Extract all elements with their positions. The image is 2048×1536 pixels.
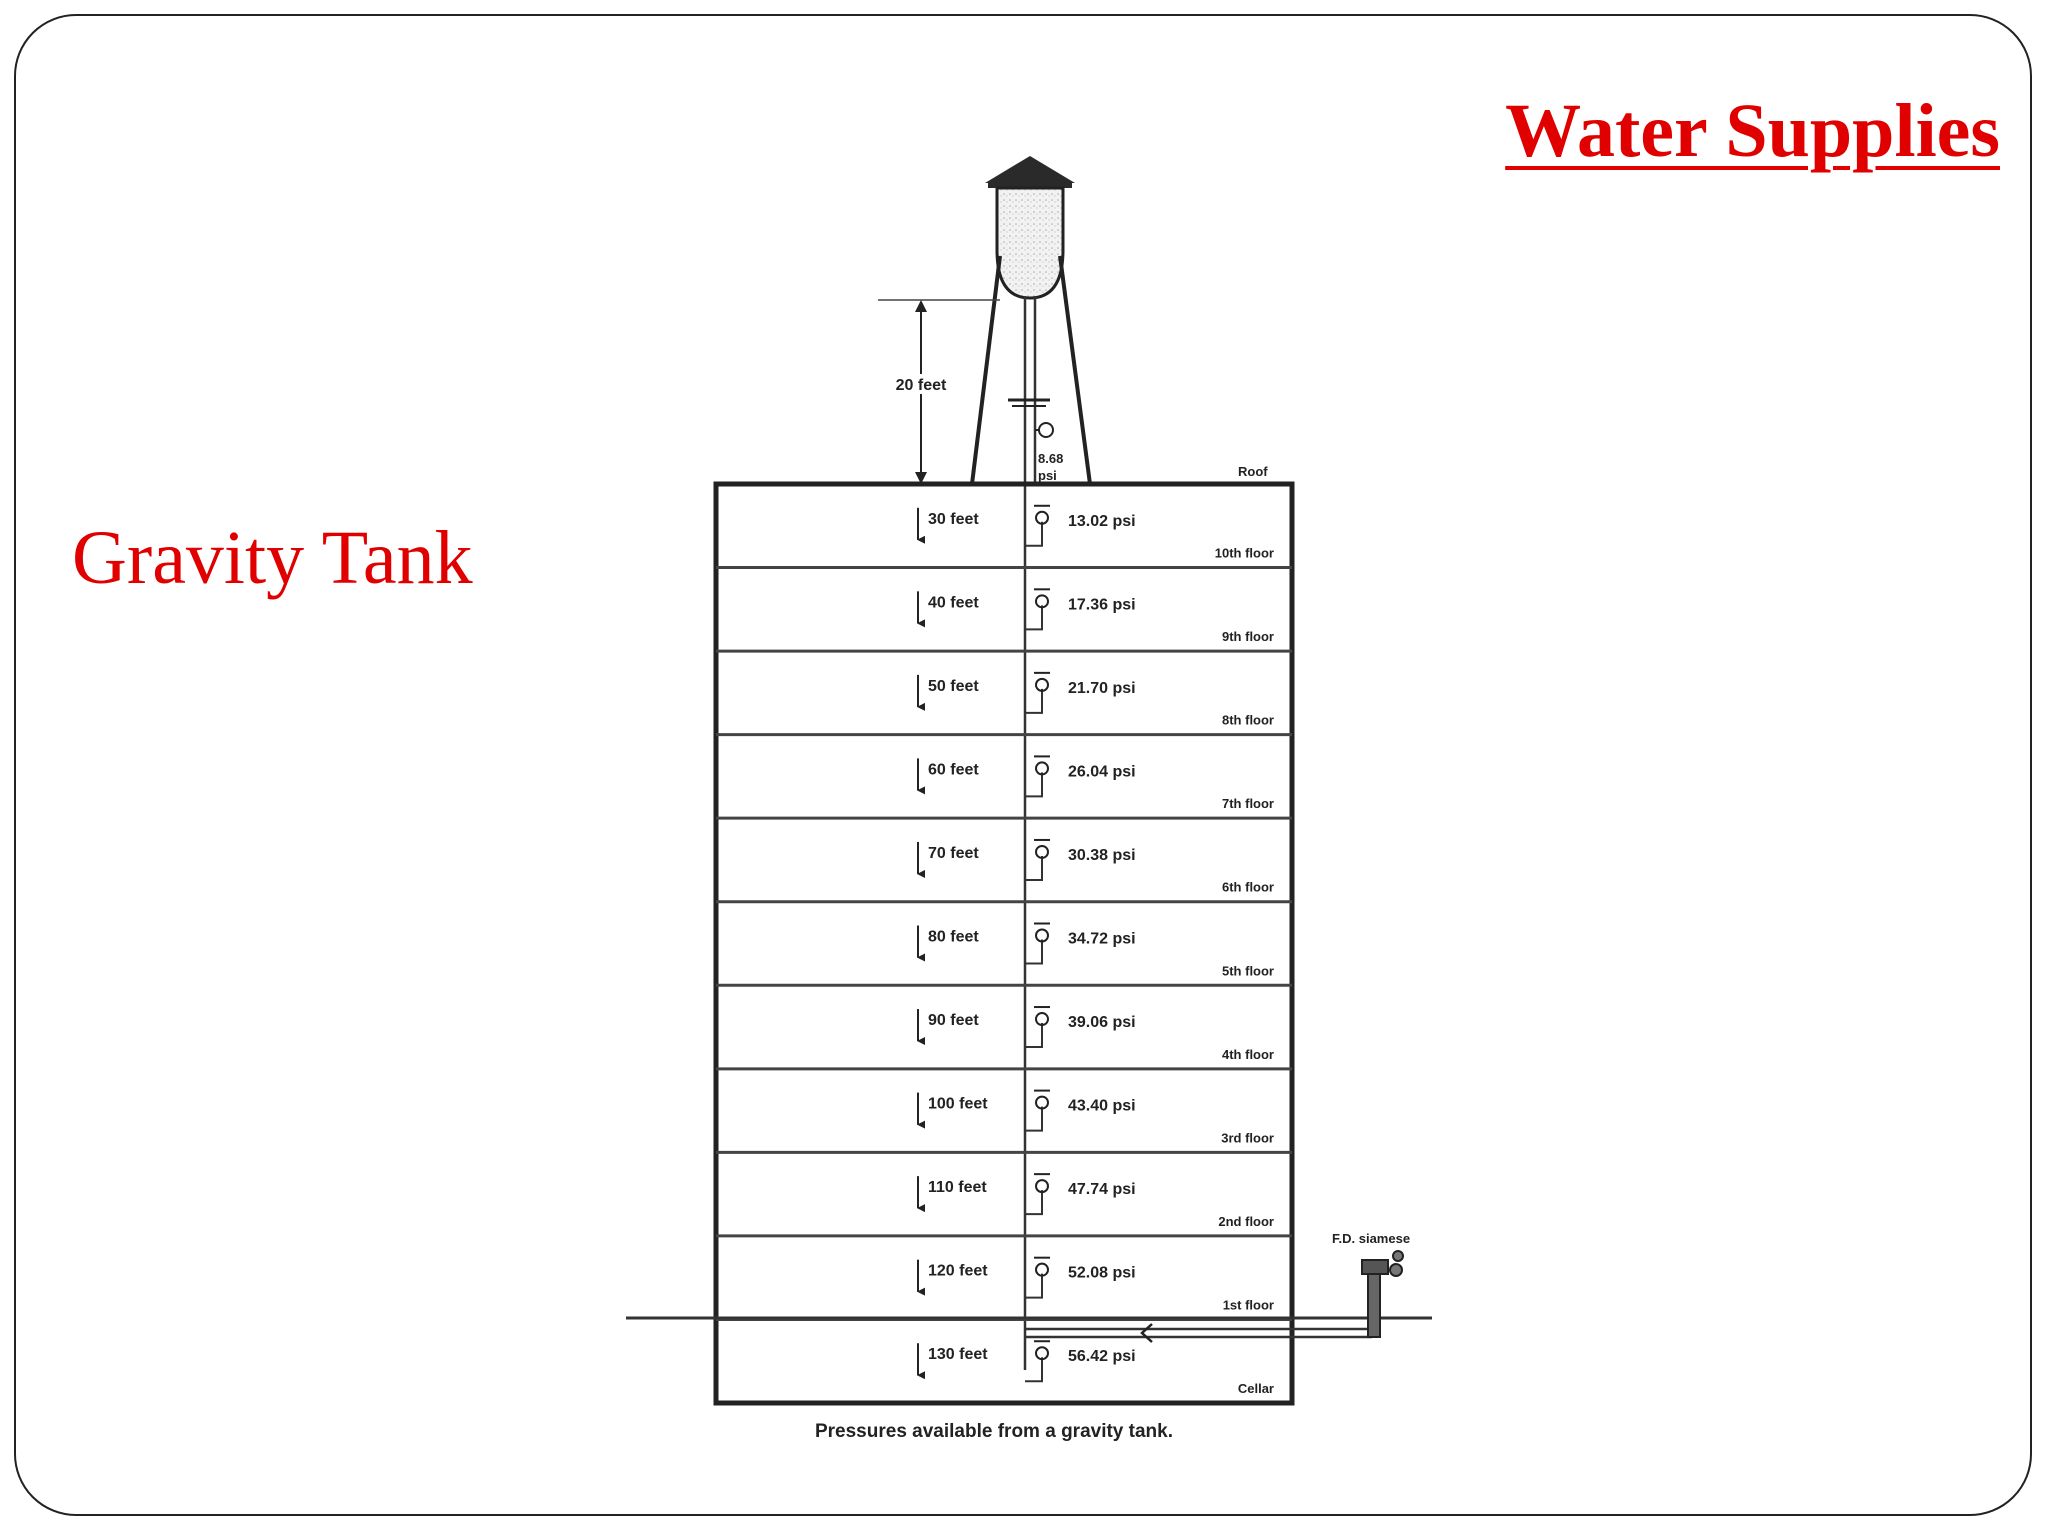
floor-row: 40 feet 17.36 psi 9th floor (716, 566, 1292, 644)
outlet-pipe (1025, 855, 1043, 881)
outlet-pipe (1025, 772, 1043, 798)
dimension-arrow-down (915, 472, 927, 484)
floor-depth-label: 120 feet (928, 1263, 988, 1280)
floors-group: 30 feet 13.02 psi 10th floor 40 feet 17.36 p… (716, 504, 1292, 1396)
roof-label: Roof (1238, 464, 1268, 479)
pressure-gauge-icon (1035, 1262, 1049, 1277)
floor-name-label: 10th floor (1215, 546, 1274, 561)
building-outline (713, 481, 1295, 1406)
pressure-gauge-icon (1035, 1179, 1049, 1194)
outlet-pipe (1025, 1357, 1043, 1383)
pressure-gauge-icon (1035, 1346, 1049, 1361)
tank-roof (985, 156, 1075, 183)
floor-depth-label: 30 feet (928, 511, 979, 528)
floor-pressure-label: 13.02 psi (1068, 513, 1136, 530)
floor-depth-label: 110 feet (928, 1179, 987, 1196)
tower-leg-right (1058, 255, 1092, 485)
floor-name-label: 2nd floor (1218, 1214, 1274, 1229)
floor-name-label: 7th floor (1222, 796, 1274, 811)
roof-gauge-icon (1038, 422, 1054, 438)
pressure-gauge-icon (1035, 1012, 1049, 1027)
floor-pressure-label: 47.74 psi (1068, 1181, 1136, 1198)
siamese-riser (1367, 1271, 1381, 1338)
siamese-body (1361, 1259, 1389, 1275)
floor-pressure-label: 43.40 psi (1068, 1098, 1136, 1115)
floor-pressure-label: 56.42 psi (1068, 1348, 1136, 1365)
floor-name-label: 5th floor (1222, 963, 1274, 978)
roof-gauge-label-line1: 8.68 (1038, 451, 1063, 466)
floor-pressure-label: 17.36 psi (1068, 596, 1136, 613)
floor-depth-label: 50 feet (928, 678, 979, 695)
tank-body (995, 186, 1065, 300)
outlet-pipe (1025, 939, 1043, 965)
floor-row: 120 feet 52.08 psi 1st floor (716, 1234, 1292, 1312)
floor-row: 80 feet 34.72 psi 5th floor (716, 900, 1292, 978)
pressure-gauge-icon (1035, 510, 1049, 525)
floor-row: 50 feet 21.70 psi 8th floor (716, 649, 1292, 728)
outlet-pipe (1025, 1190, 1043, 1216)
pressure-gauge-icon (1035, 761, 1049, 776)
pressure-gauge-icon (1035, 594, 1049, 609)
pressure-gauge-icon (1035, 844, 1049, 859)
dimension-arrow-up (915, 300, 927, 312)
outlet-pipe (1025, 605, 1043, 631)
floor-row: 110 feet 47.74 psi 2nd floor (716, 1150, 1292, 1229)
floor-pressure-label: 34.72 psi (1068, 931, 1136, 948)
fd-connection: F.D. siamese (626, 1231, 1432, 1343)
floor-depth-label: 60 feet (928, 761, 979, 778)
floor-pressure-label: 26.04 psi (1068, 763, 1136, 780)
floor-name-label: 6th floor (1222, 880, 1274, 895)
floor-row: 30 feet 13.02 psi 10th floor (917, 504, 1274, 561)
floor-row: 90 feet 39.06 psi 4th floor (716, 983, 1292, 1062)
floor-depth-label: 70 feet (928, 845, 979, 862)
slide-title: Water Supplies (1505, 89, 2000, 173)
floor-row: 100 feet 43.40 psi 3rd floor (716, 1067, 1292, 1145)
tank-cap (988, 182, 1072, 188)
outlet-pipe (1025, 521, 1043, 547)
floor-pressure-label: 30.38 psi (1068, 847, 1136, 864)
floor-depth-label: 40 feet (928, 594, 979, 611)
floor-row: 70 feet 30.38 psi 6th floor (716, 816, 1292, 895)
floor-name-label: Cellar (1238, 1381, 1274, 1396)
floor-depth-label: 80 feet (928, 929, 979, 946)
flow-arrow-icon (1140, 1323, 1153, 1343)
siamese-inlet-icon-2 (1392, 1250, 1404, 1262)
floor-pressure-label: 52.08 psi (1068, 1265, 1136, 1282)
outlet-pipe (1025, 688, 1043, 714)
floor-name-label: 4th floor (1222, 1047, 1274, 1062)
dimension-label-bg (890, 374, 952, 394)
tank-height-label: 20 feet (896, 377, 947, 394)
tower-leg-left (970, 255, 1002, 485)
siamese-label: F.D. siamese (1332, 1231, 1410, 1246)
floor-pressure-label: 21.70 psi (1068, 680, 1136, 697)
outlet-pipe (1025, 1106, 1043, 1132)
pressure-gauge-icon (1035, 1095, 1049, 1110)
slide-subtitle: Gravity Tank (72, 516, 473, 600)
water-tower (970, 156, 1092, 1370)
floor-row: 60 feet 26.04 psi 7th floor (716, 733, 1292, 811)
outlet-pipe (1025, 1273, 1043, 1299)
slide-frame (14, 14, 2032, 1516)
pressure-gauge-icon (1035, 928, 1049, 943)
floor-name-label: 8th floor (1222, 713, 1274, 728)
tank-height-dimension: 20 feet (878, 299, 1000, 484)
floor-depth-label: 130 feet (928, 1346, 988, 1363)
floor-name-label: 3rd floor (1221, 1130, 1274, 1145)
pressure-gauge-icon (1035, 677, 1049, 692)
siamese-inlet-icon (1389, 1263, 1403, 1277)
floor-pressure-label: 39.06 psi (1068, 1014, 1136, 1031)
roof-gauge-label-line2: psi (1038, 468, 1057, 483)
floor-name-label: 1st floor (1223, 1297, 1274, 1312)
floor-name-label: 9th floor (1222, 629, 1274, 644)
floor-depth-label: 90 feet (928, 1012, 979, 1029)
outlet-pipe (1025, 1023, 1043, 1049)
figure-caption: Pressures available from a gravity tank. (815, 1421, 1173, 1442)
floor-depth-label: 100 feet (928, 1096, 988, 1113)
